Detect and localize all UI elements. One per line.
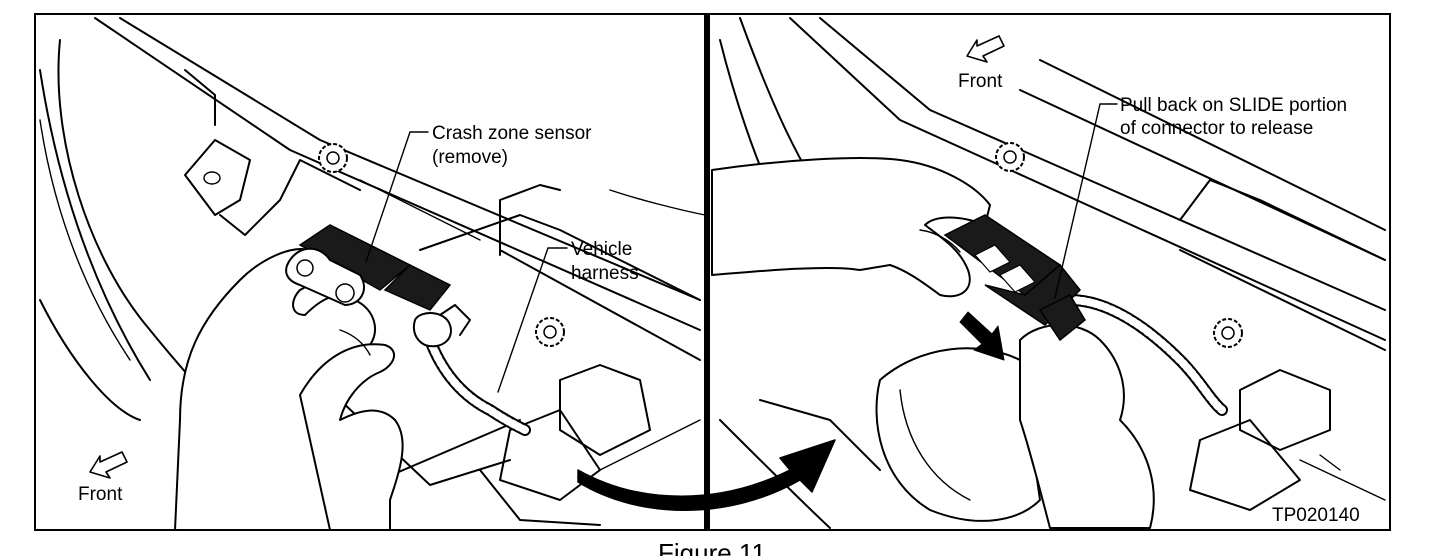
front-label-left: Front — [78, 484, 123, 505]
crash-zone-sensor — [285, 224, 452, 311]
right-lower-hand-and-grip — [875, 324, 1155, 529]
pull-direction-arrow-icon — [959, 311, 1005, 361]
left-hand-holding-sensor — [174, 248, 404, 531]
harness-label-line1: Vehicle — [571, 239, 632, 260]
left-bolt-upper — [318, 143, 348, 173]
slide-leader-line — [1054, 103, 1118, 299]
sensor-label-line2: (remove) — [432, 147, 508, 168]
vehicle-harness-wire-right — [1064, 294, 1228, 416]
front-arrow-icon-right — [966, 35, 1005, 63]
figure-code: TP020140 — [1272, 505, 1360, 526]
right-bolt-upper — [995, 142, 1025, 172]
harness-leader-line — [497, 247, 568, 393]
sensor-leader-line — [365, 131, 429, 263]
left-bolt-lower — [535, 317, 565, 347]
front-arrow-icon — [89, 451, 128, 479]
right-panel: Front Pull back on SLIDE portion of conn… — [711, 17, 1386, 529]
sensor-label-line1: Crash zone sensor — [432, 123, 592, 144]
vehicle-harness-wire — [424, 334, 531, 436]
right-body-lines — [719, 17, 1386, 529]
left-body-lines — [39, 17, 706, 526]
right-bolt-lower — [1213, 318, 1243, 348]
slide-label-line2: of connector to release — [1120, 118, 1313, 139]
left-panel: Crash zone sensor (remove) Vehicle harne… — [39, 17, 706, 531]
right-upper-hand — [711, 157, 991, 298]
slide-label-line1: Pull back on SLIDE portion — [1120, 95, 1347, 116]
harness-connector-right — [943, 214, 1086, 342]
figure-caption: Figure 11 — [658, 538, 766, 556]
transition-arrow-icon — [577, 439, 836, 511]
harness-connector-left — [412, 304, 471, 348]
front-label-right: Front — [958, 71, 1003, 92]
harness-label-line2: harness — [571, 263, 639, 284]
